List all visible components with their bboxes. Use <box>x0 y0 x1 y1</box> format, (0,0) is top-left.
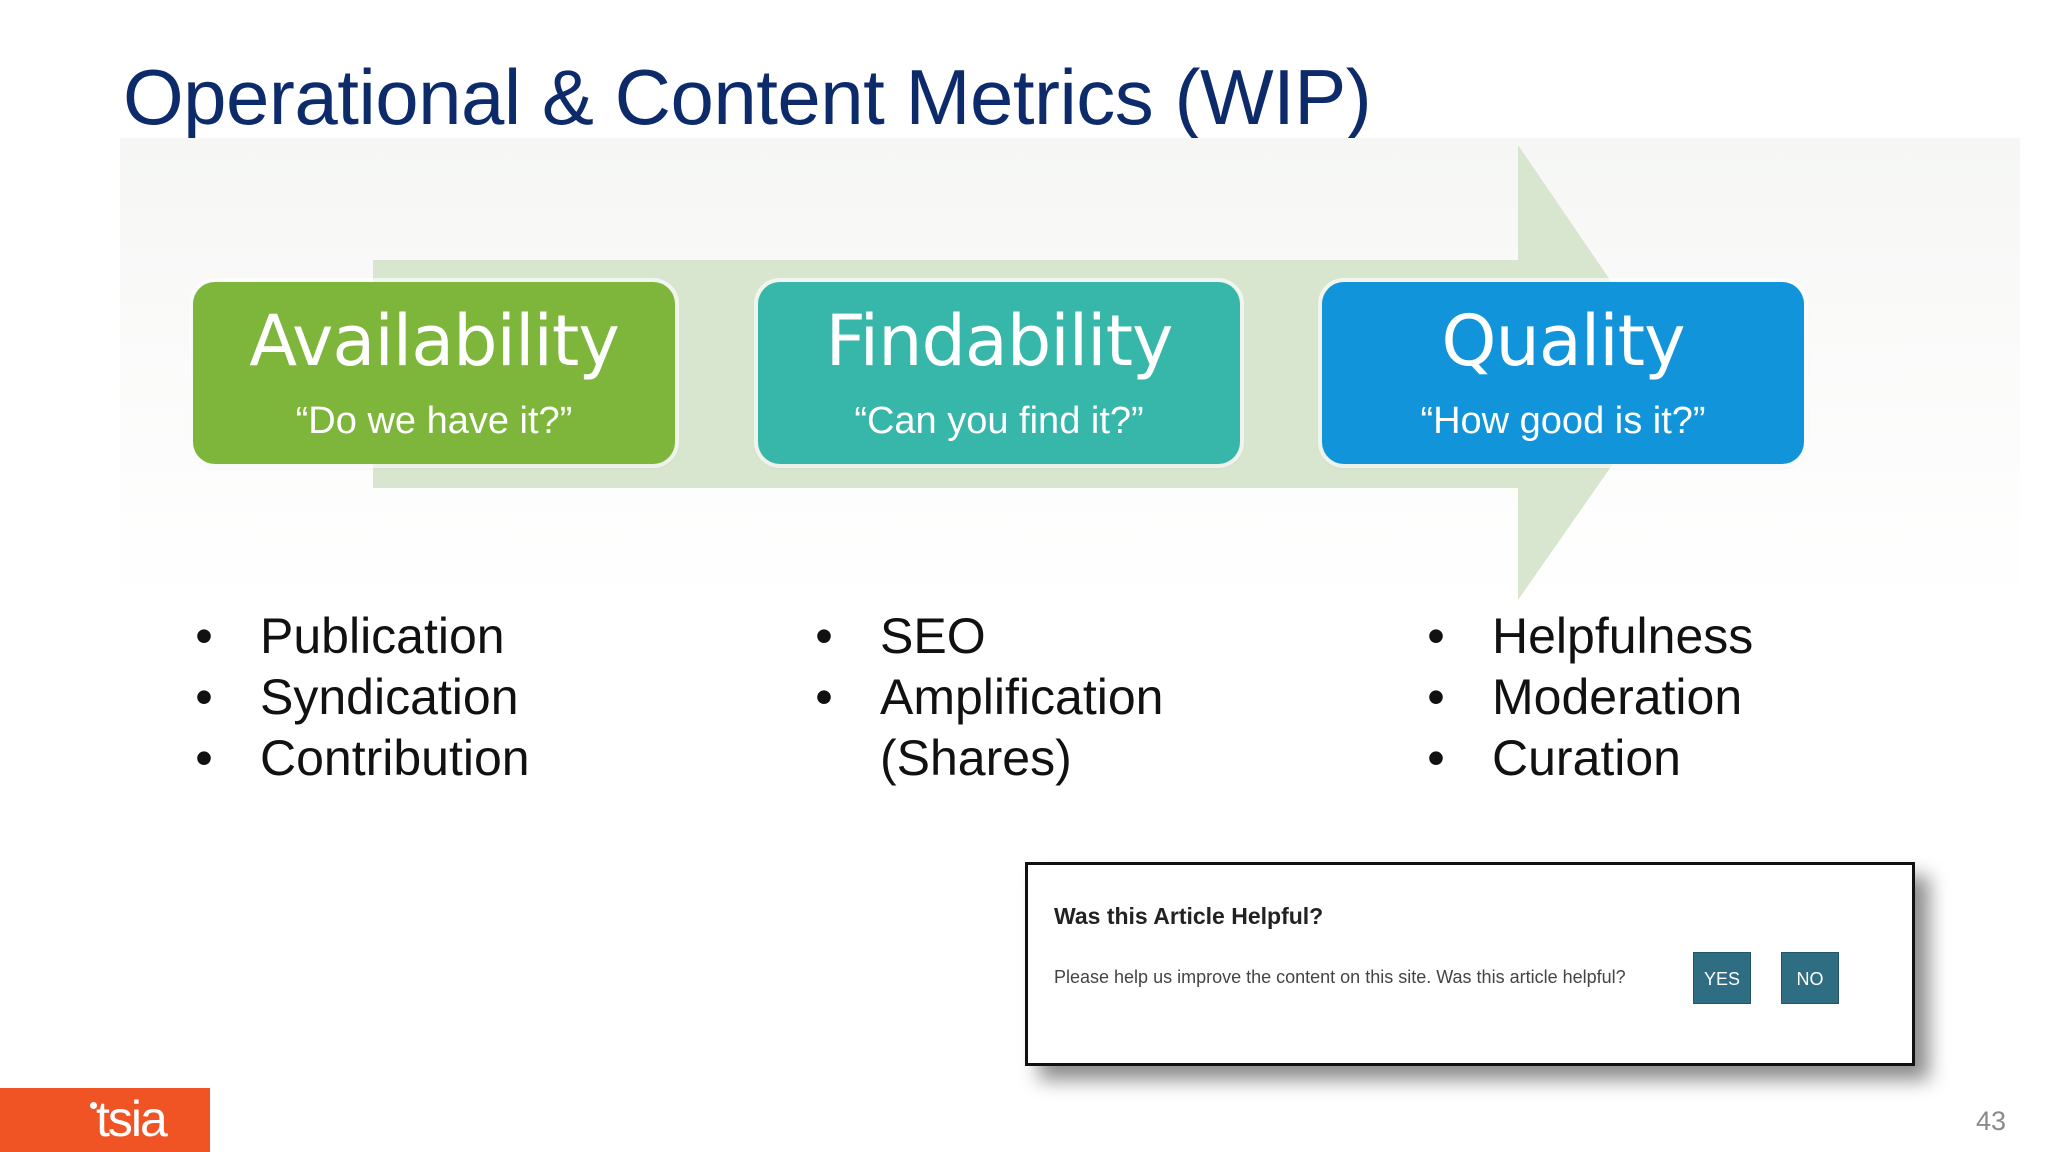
bullet-dot: • <box>1427 669 1445 725</box>
list-item: • Publication <box>192 606 530 667</box>
list-item-text: Amplification (Shares) <box>880 669 1164 786</box>
stage-availability-subtitle: “Do we have it?” <box>295 400 573 442</box>
list-item: • Syndication <box>192 667 530 728</box>
stage-availability: Availability “Do we have it?” <box>193 282 675 464</box>
feedback-title: Was this Article Helpful? <box>1054 903 1324 929</box>
findability-metrics-list: • SEO • Amplification (Shares) <box>812 606 1232 789</box>
list-item-text: Syndication <box>260 669 519 725</box>
list-item-text: Helpfulness <box>1492 608 1754 664</box>
feedback-prompt: Please help us improve the content on th… <box>1054 967 1626 987</box>
bullet-dot: • <box>815 669 833 725</box>
list-item: • Helpfulness <box>1424 606 1753 667</box>
availability-metrics-list: • Publication • Syndication • Contribution <box>192 606 530 789</box>
stage-findability-title: Findability <box>825 300 1174 382</box>
bullet-dot: • <box>1427 608 1445 664</box>
stage-quality-subtitle: “How good is it?” <box>1420 400 1706 442</box>
list-item-text: Publication <box>260 608 505 664</box>
list-item-text: SEO <box>880 608 986 664</box>
stage-availability-title: Availability <box>249 300 620 382</box>
bullet-dot: • <box>195 608 213 664</box>
list-item: • Contribution <box>192 728 530 789</box>
yes-button[interactable]: YES <box>1694 953 1750 1003</box>
bullet-dot: • <box>1427 730 1445 786</box>
bullet-dot: • <box>815 608 833 664</box>
page-number: 43 <box>1975 1106 2006 1136</box>
list-item-text: Contribution <box>260 730 530 786</box>
list-item: • Curation <box>1424 728 1753 789</box>
stage-quality-title: Quality <box>1441 300 1685 382</box>
article-feedback-widget: Was this Article Helpful? Please help us… <box>1025 862 1915 1066</box>
tsia-logo: tsia <box>0 1088 210 1152</box>
list-item: • Amplification (Shares) <box>812 667 1232 789</box>
list-item: • Moderation <box>1424 667 1753 728</box>
logo-dot-icon <box>90 1102 97 1109</box>
stage-findability: Findability “Can you find it?” <box>758 282 1240 464</box>
no-button[interactable]: NO <box>1782 953 1838 1003</box>
slide-title: Operational & Content Metrics (WIP) <box>123 53 1372 141</box>
stage-findability-subtitle: “Can you find it?” <box>854 400 1144 442</box>
quality-metrics-list: • Helpfulness • Moderation • Curation <box>1424 606 1753 789</box>
list-item-text: Moderation <box>1492 669 1743 725</box>
list-item: • SEO <box>812 606 1232 667</box>
logo-text: tsia <box>96 1091 168 1147</box>
bullet-dot: • <box>195 669 213 725</box>
bullet-dot: • <box>195 730 213 786</box>
stage-quality: Quality “How good is it?” <box>1322 282 1804 464</box>
list-item-text: Curation <box>1492 730 1681 786</box>
